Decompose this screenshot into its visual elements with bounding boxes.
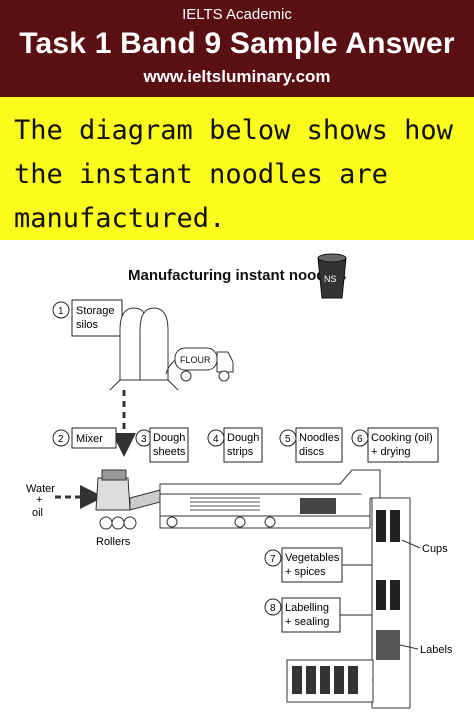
svg-text:+ spices: + spices	[285, 566, 326, 578]
svg-text:Noodles: Noodles	[299, 432, 340, 444]
svg-text:Storage: Storage	[76, 305, 115, 317]
mixer-machine: Rollers	[95, 469, 137, 548]
svg-text:+ sealing: + sealing	[285, 616, 329, 628]
svg-text:4: 4	[213, 434, 219, 445]
finished-cups-row	[286, 659, 374, 703]
conveyor-line	[129, 469, 381, 529]
header-title: Task 1 Band 9 Sample Answer	[19, 27, 455, 60]
header-subtitle: IELTS Academic	[182, 6, 292, 23]
svg-text:Cooking (oil): Cooking (oil)	[371, 432, 433, 444]
svg-text:6: 6	[357, 434, 363, 445]
svg-text:Labels: Labels	[420, 644, 453, 656]
svg-text:strips: strips	[227, 446, 254, 458]
diagram-title: Manufacturing instant noodles	[128, 267, 346, 284]
svg-text:Mixer: Mixer	[76, 433, 103, 445]
svg-text:Water: Water	[26, 483, 55, 495]
svg-text:7: 7	[270, 554, 276, 565]
svg-text:Rollers: Rollers	[96, 536, 131, 548]
svg-text:FLOUR: FLOUR	[180, 355, 211, 365]
svg-text:Cups: Cups	[422, 543, 448, 555]
svg-text:Dough: Dough	[227, 432, 259, 444]
water-oil-input: Water + oil	[26, 483, 104, 519]
storage-silos	[109, 307, 179, 391]
svg-text:+ drying: + drying	[371, 446, 410, 458]
cup-filling-line: Cups	[371, 497, 448, 709]
step-8-label: 8 Labelling + sealing Labels	[264, 597, 453, 656]
svg-text:oil: oil	[32, 507, 43, 519]
svg-text:+: +	[36, 494, 42, 506]
noodle-cup-icon: NS	[317, 253, 347, 299]
step-5-label: 5 Noodles discs	[279, 427, 343, 463]
svg-text:5: 5	[285, 434, 291, 445]
header-banner: IELTS Academic Task 1 Band 9 Sample Answ…	[0, 0, 474, 97]
svg-text:Labelling: Labelling	[285, 602, 329, 614]
svg-text:discs: discs	[299, 446, 325, 458]
svg-text:sheets: sheets	[153, 446, 186, 458]
question-text: The diagram below shows how the instant …	[14, 115, 453, 234]
svg-text:1: 1	[58, 306, 64, 317]
step-3-label: 3 Dough sheets	[135, 427, 189, 463]
step-4-label: 4 Dough strips	[207, 427, 263, 463]
svg-text:8: 8	[270, 603, 276, 614]
svg-text:2: 2	[58, 434, 64, 445]
step-6-label: 6 Cooking (oil) + drying	[351, 427, 439, 463]
header-website[interactable]: www.ieltsluminary.com	[143, 67, 331, 86]
flour-truck-icon: FLOUR	[165, 347, 234, 382]
svg-text:NS: NS	[324, 274, 337, 284]
svg-text:3: 3	[141, 434, 147, 445]
svg-text:Vegetables: Vegetables	[285, 552, 340, 564]
step-7-label: 7 Vegetables + spices	[264, 547, 372, 583]
question-panel: The diagram below shows how the instant …	[0, 97, 474, 240]
step-2-label: 2 Mixer	[52, 427, 117, 449]
svg-text:silos: silos	[76, 319, 99, 331]
svg-text:Dough: Dough	[153, 432, 185, 444]
process-diagram: Manufacturing instant noodles NS 1 Stora…	[0, 240, 474, 711]
